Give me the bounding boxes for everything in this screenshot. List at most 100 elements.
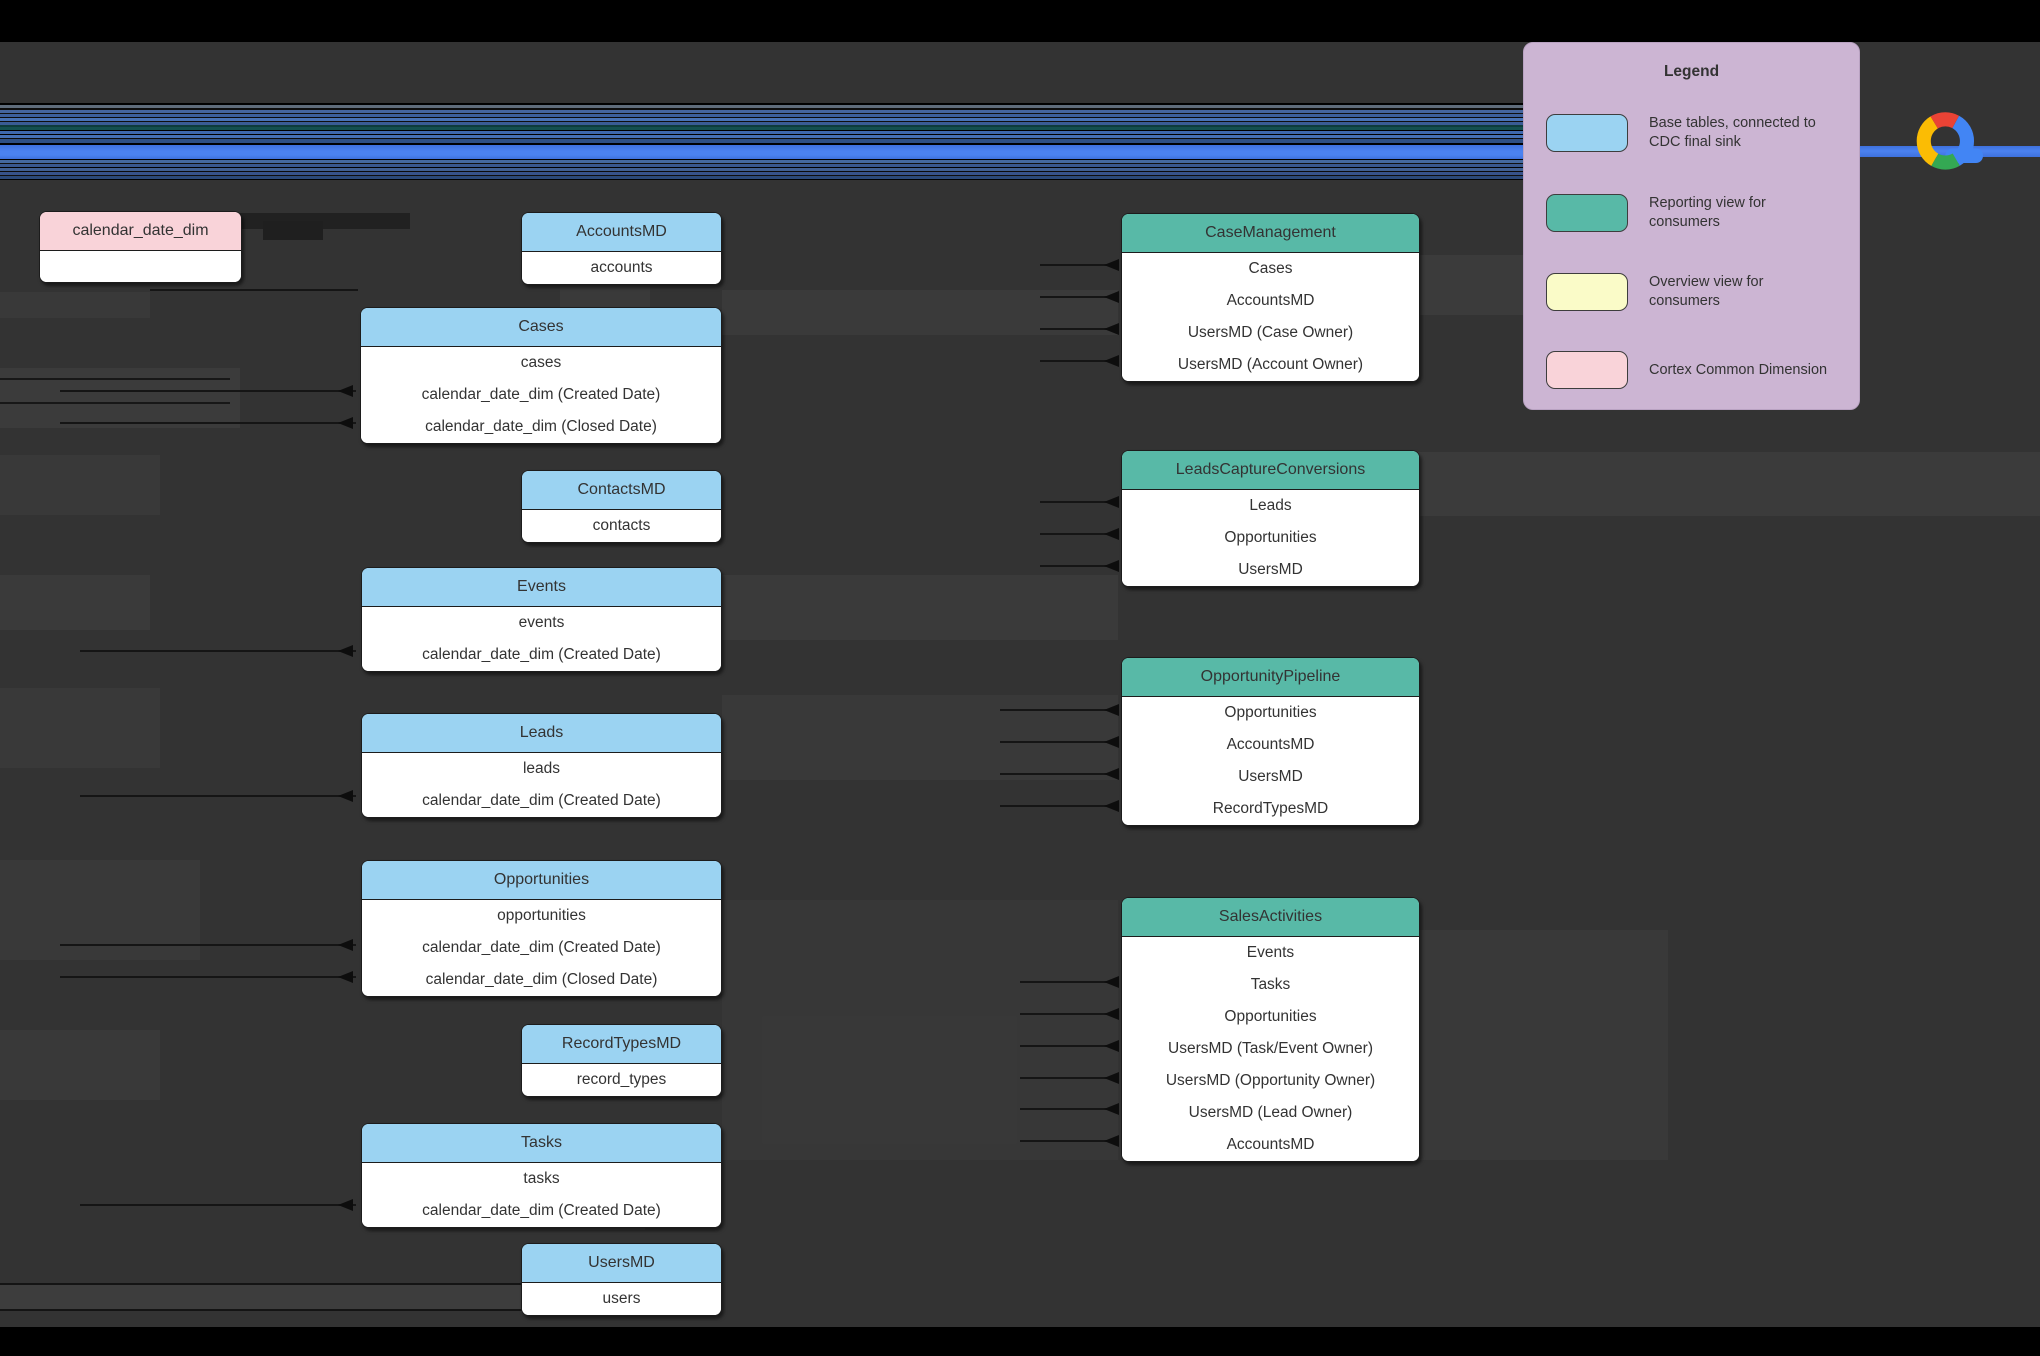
table-AccountsMD[interactable]: AccountsMD accounts bbox=[521, 212, 722, 285]
connector-line bbox=[60, 390, 356, 392]
table-calendar_date_dim[interactable]: calendar_date_dim bbox=[39, 211, 242, 283]
table-body: accounts bbox=[522, 252, 721, 284]
connector-line bbox=[1020, 1045, 1115, 1047]
table-row: Tasks bbox=[1250, 976, 1291, 993]
connector-line bbox=[1020, 1108, 1115, 1110]
connector-bundle-stripes bbox=[0, 103, 1523, 180]
table-row: Opportunities bbox=[1224, 704, 1317, 721]
table-row: tasks bbox=[523, 1170, 560, 1187]
arrowhead-icon bbox=[1104, 323, 1119, 335]
table-row: calendar_date_dim (Created Date) bbox=[422, 939, 661, 956]
table-Leads[interactable]: Leads leads calendar_date_dim (Created Dat… bbox=[361, 713, 722, 818]
table-row: contacts bbox=[592, 517, 651, 534]
arrowhead-icon bbox=[1104, 1008, 1119, 1020]
table-row: Events bbox=[1246, 944, 1295, 961]
table-body: leads calendar_date_dim (Created Date) bbox=[362, 753, 721, 817]
arrowhead-icon bbox=[1104, 800, 1119, 812]
legend-item: Reporting view for consumers bbox=[1546, 194, 1829, 232]
table-UsersMD[interactable]: UsersMD users bbox=[521, 1243, 722, 1316]
arrowhead-icon bbox=[1104, 496, 1119, 508]
legend-title: Legend bbox=[1663, 63, 1720, 80]
legend-item-label: Reporting view for consumers bbox=[1649, 195, 1766, 230]
connector-line bbox=[1020, 1140, 1115, 1142]
connector-streak bbox=[0, 1030, 160, 1100]
table-title: SalesActivities bbox=[1122, 898, 1419, 937]
connector-streak bbox=[1418, 452, 2040, 516]
legend-item-label: Overview view for consumers bbox=[1649, 274, 1764, 309]
connector-line bbox=[1040, 533, 1115, 535]
connector-streak bbox=[0, 455, 160, 515]
table-row: Cases bbox=[1248, 260, 1293, 277]
table-row: leads bbox=[522, 760, 561, 777]
arrowhead-icon bbox=[1104, 704, 1119, 716]
table-row: AccountsMD bbox=[1226, 292, 1315, 309]
connector-line bbox=[60, 944, 356, 946]
connector-line bbox=[80, 795, 356, 797]
table-row: AccountsMD bbox=[1226, 1136, 1315, 1153]
connector-line bbox=[1000, 805, 1115, 807]
connector-streak bbox=[0, 688, 160, 768]
table-row: record_types bbox=[576, 1071, 667, 1088]
connector-streak bbox=[0, 378, 230, 380]
arrowhead-icon bbox=[338, 1199, 353, 1211]
arrowhead-icon bbox=[1104, 259, 1119, 271]
legend-panel[interactable]: Legend Base tables, connected to CDC fin… bbox=[1523, 42, 1860, 410]
table-title: Events bbox=[362, 568, 721, 607]
table-row: accounts bbox=[590, 259, 653, 276]
table-title: Leads bbox=[362, 714, 721, 753]
table-row: opportunities bbox=[497, 907, 586, 924]
arrowhead-icon bbox=[338, 971, 353, 983]
table-title: Tasks bbox=[362, 1124, 721, 1163]
connector-streak bbox=[1418, 930, 1668, 1160]
connector-streak bbox=[263, 221, 323, 240]
table-title: OpportunityPipeline bbox=[1122, 658, 1419, 697]
table-row: users bbox=[602, 1290, 641, 1307]
connector-line bbox=[1040, 501, 1115, 503]
table-body bbox=[40, 251, 241, 282]
table-title: AccountsMD bbox=[522, 213, 721, 252]
table-ContactsMD[interactable]: ContactsMD contacts bbox=[521, 470, 722, 543]
connector-line bbox=[150, 289, 358, 291]
table-Tasks[interactable]: Tasks tasks calendar_date_dim (Created Dat… bbox=[361, 1123, 722, 1228]
connector-line bbox=[1020, 1077, 1115, 1079]
arrowhead-icon bbox=[1104, 1103, 1119, 1115]
table-title: ContactsMD bbox=[522, 471, 721, 510]
table-row: Opportunities bbox=[1224, 1008, 1317, 1025]
table-row: calendar_date_dim (Created Date) bbox=[422, 1202, 661, 1219]
arrowhead-icon bbox=[1104, 768, 1119, 780]
google-cloud-logo bbox=[1916, 112, 1983, 170]
connector-line bbox=[1040, 565, 1115, 567]
table-row: UsersMD bbox=[1238, 768, 1303, 785]
connector-line bbox=[1040, 296, 1115, 298]
arrowhead-icon bbox=[1104, 1135, 1119, 1147]
connector-line bbox=[1000, 709, 1115, 711]
table-title: UsersMD bbox=[522, 1244, 721, 1283]
table-row: calendar_date_dim (Created Date) bbox=[421, 386, 661, 403]
table-row: UsersMD (Opportunity Owner) bbox=[1165, 1072, 1376, 1089]
legend-swatch-base bbox=[1546, 114, 1628, 152]
top-black-band bbox=[0, 0, 2040, 42]
connector-streak bbox=[1418, 255, 1538, 315]
connector-line bbox=[80, 1204, 356, 1206]
table-row: Leads bbox=[1249, 497, 1292, 514]
connector-streak bbox=[0, 292, 150, 318]
table-row: calendar_date_dim (Created Date) bbox=[422, 792, 661, 809]
table-row: calendar_date_dim (Created Date) bbox=[422, 646, 661, 663]
table-row: calendar_date_dim (Closed Date) bbox=[425, 418, 657, 435]
arrowhead-icon bbox=[338, 385, 353, 397]
